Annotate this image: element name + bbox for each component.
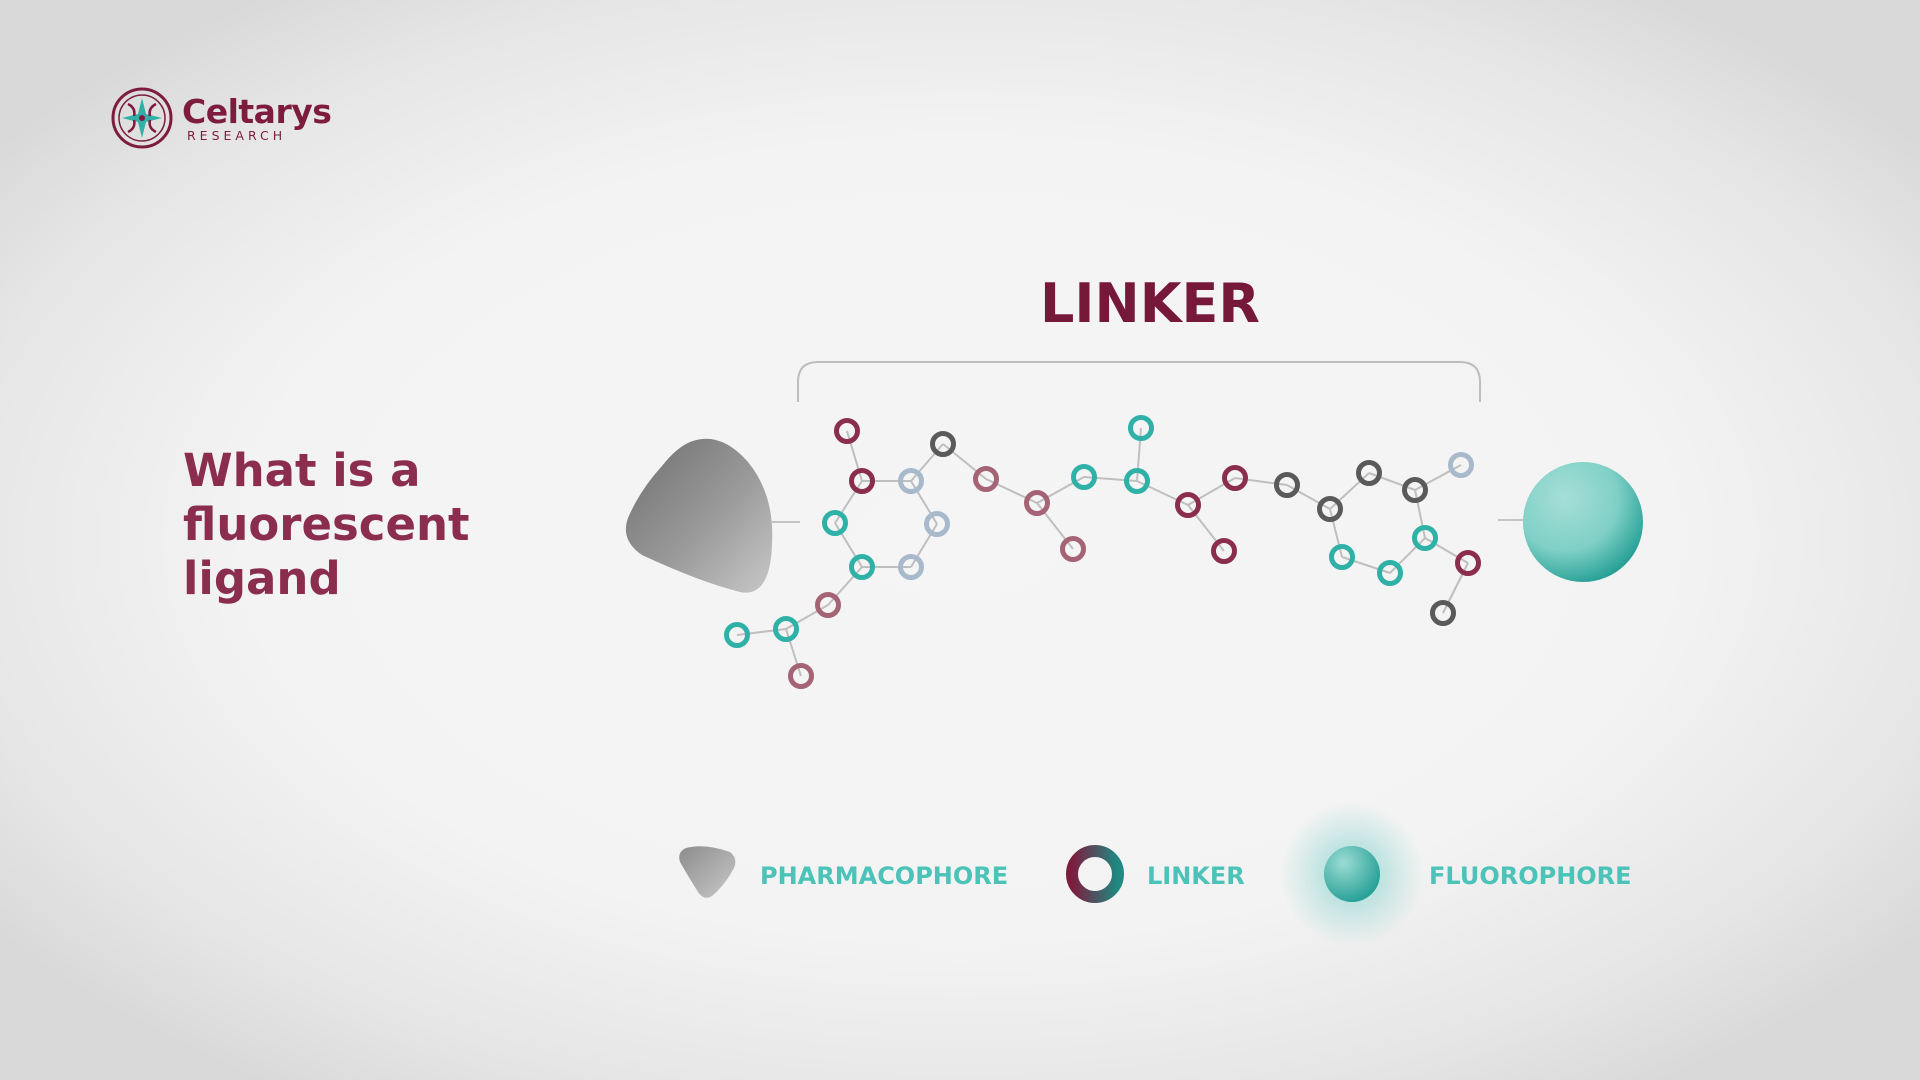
linker-atom [973, 466, 999, 492]
linker-atom [849, 554, 875, 580]
pharmacophore-shape-icon [679, 846, 736, 898]
linker-atom [1211, 538, 1237, 564]
linker-atom [1455, 550, 1481, 576]
linker-atom [1175, 492, 1201, 518]
linker-heading: LINKER [1040, 272, 1261, 335]
linker-atom [1128, 415, 1154, 441]
linker-atoms [724, 415, 1481, 689]
pharmacophore-shape [625, 438, 773, 593]
linker-atom [1377, 560, 1403, 586]
linker-atom [1274, 472, 1300, 498]
linker-atom [724, 622, 750, 648]
linker-atom [1071, 464, 1097, 490]
fluorophore-glow-icon [1324, 846, 1380, 902]
linker-atom [773, 616, 799, 642]
linker-bonds [736, 427, 1469, 677]
linker-atom [898, 554, 924, 580]
linker-atom [930, 431, 956, 457]
linker-atom [1222, 465, 1248, 491]
brand-subtitle: RESEARCH [187, 128, 287, 143]
linker-atom [815, 592, 841, 618]
linker-atom [834, 418, 860, 444]
linker-atom [1329, 544, 1355, 570]
linker-atom [1430, 600, 1456, 626]
brand-name: Celtarys [182, 92, 332, 131]
linker-atom [1356, 460, 1382, 486]
linker-atom [1448, 452, 1474, 478]
linker-atom [849, 468, 875, 494]
linker-atom [1124, 468, 1150, 494]
linker-atom [1060, 536, 1086, 562]
linker-atom [1317, 496, 1343, 522]
linker-atom [924, 511, 950, 537]
legend-label-fluorophore: FLUOROPHORE [1429, 862, 1632, 890]
linker-atom [788, 663, 814, 689]
celtarys-emblem-icon [111, 87, 173, 149]
fluorophore-sphere [1523, 462, 1643, 582]
legend-label-linker: LINKER [1147, 862, 1245, 890]
linker-atom [1402, 477, 1428, 503]
linker-atom [822, 510, 848, 536]
linker-bracket [797, 361, 1481, 402]
linker-atom [898, 468, 924, 494]
linker-atom [1412, 525, 1438, 551]
brand-logo: Celtarys RESEARCH [110, 86, 332, 152]
linker-ring-icon [1066, 845, 1124, 903]
page-title: What is a fluorescent ligand [183, 444, 470, 605]
legend-label-pharmacophore: PHARMACOPHORE [760, 862, 1009, 890]
linker-atom [1024, 490, 1050, 516]
